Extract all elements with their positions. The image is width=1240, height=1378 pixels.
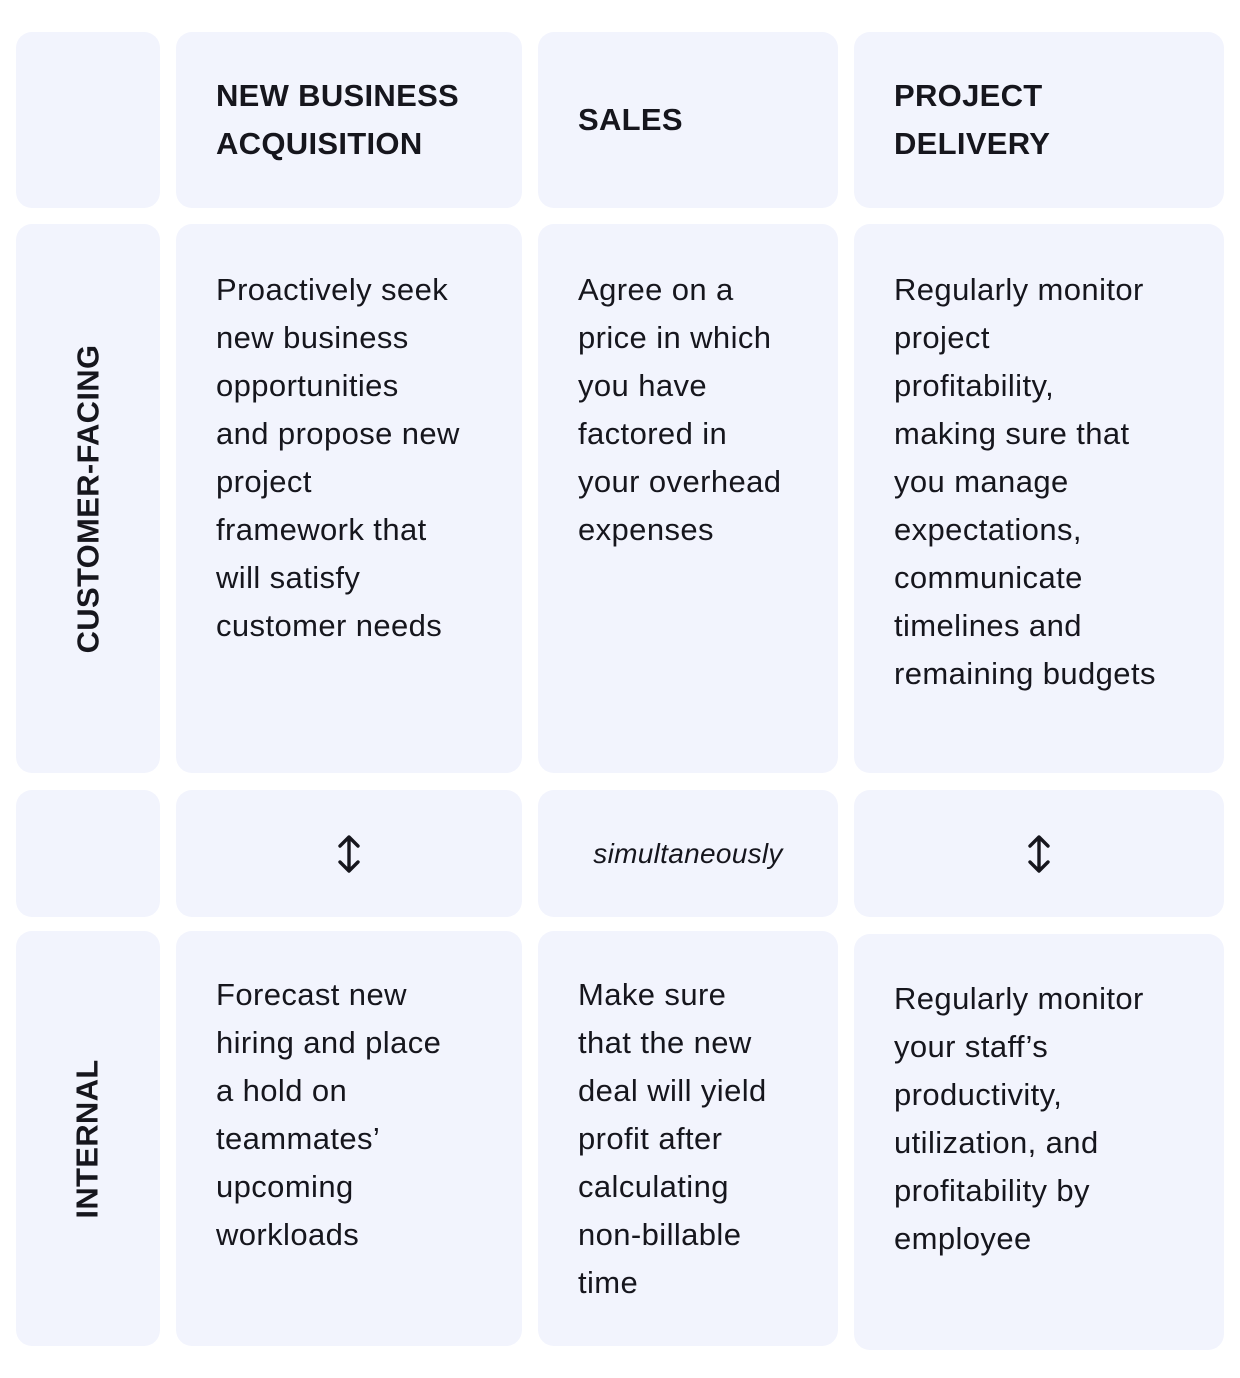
internal-new-business-cell: Forecast new hiring and place a hold on …	[176, 931, 522, 1346]
internal-sales-text: Make sure that the new deal will yield p…	[578, 977, 767, 1300]
middle-project-delivery-cell	[854, 790, 1224, 917]
middle-sales-cell: simultaneously	[538, 790, 838, 917]
customer-facing-new-business-text: Proactively seek new business opportunit…	[216, 272, 460, 643]
middle-new-business-cell	[176, 790, 522, 917]
column-header-new-business: NEW BUSINESS ACQUISITION	[176, 32, 522, 208]
column-header-new-business-label: NEW BUSINESS ACQUISITION	[216, 78, 460, 161]
customer-facing-project-delivery-text: Regularly monitor project profitability,…	[894, 272, 1156, 691]
up-down-arrow-icon	[336, 834, 362, 874]
corner-cell	[16, 32, 160, 208]
column-header-sales: SALES	[538, 32, 838, 208]
row-header-internal: INTERNAL	[16, 931, 160, 1346]
internal-sales-cell: Make sure that the new deal will yield p…	[538, 931, 838, 1346]
customer-facing-new-business-cell: Proactively seek new business opportunit…	[176, 224, 522, 773]
row-header-customer-facing: CUSTOMER-FACING	[16, 224, 160, 773]
internal-new-business-text: Forecast new hiring and place a hold on …	[216, 977, 442, 1252]
row-header-internal-label: INTERNAL	[70, 1058, 105, 1219]
customer-facing-sales-text: Agree on a price in which you have facto…	[578, 272, 782, 547]
simultaneously-label: simultaneously	[593, 837, 783, 869]
internal-project-delivery-cell: Regularly monitor your staff’s productiv…	[854, 934, 1224, 1350]
internal-project-delivery-text: Regularly monitor your staff’s productiv…	[894, 981, 1144, 1256]
customer-facing-project-delivery-cell: Regularly monitor project profitability,…	[854, 224, 1224, 773]
column-header-project-delivery: PROJECT DELIVERY	[854, 32, 1224, 208]
customer-facing-sales-cell: Agree on a price in which you have facto…	[538, 224, 838, 773]
middle-row-header	[16, 790, 160, 917]
column-header-project-delivery-label: PROJECT DELIVERY	[894, 78, 1051, 161]
column-header-sales-label: SALES	[578, 102, 683, 137]
up-down-arrow-icon	[1026, 834, 1052, 874]
row-header-customer-facing-label: CUSTOMER-FACING	[70, 344, 106, 653]
